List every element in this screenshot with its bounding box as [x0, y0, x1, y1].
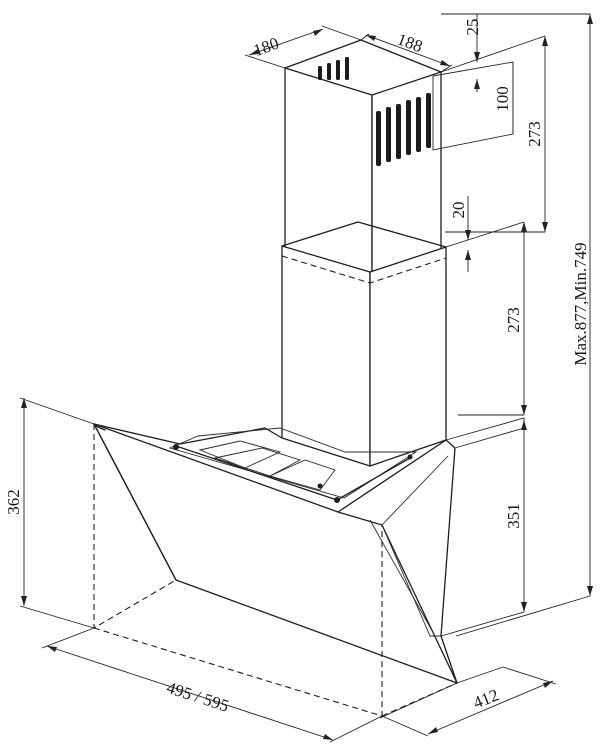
- filter-plate: [168, 427, 418, 503]
- canopy-top-left: [93, 423, 283, 445]
- label-top-offset: 25: [463, 19, 482, 36]
- label-chimney-width: 188: [395, 30, 425, 57]
- vent-slots-back: [318, 57, 349, 80]
- label-glass-height: 362: [4, 489, 23, 515]
- label-bracket-height: 100: [493, 86, 512, 112]
- label-gap: 20: [449, 202, 468, 219]
- upper-chimney: [284, 39, 514, 276]
- lower-chimney-top-edge: [281, 221, 447, 248]
- label-width: 495 / 595: [164, 678, 231, 716]
- lower-chimney: [281, 221, 447, 467]
- canopy: [93, 417, 525, 717]
- lower-chimney-right-face: [369, 246, 447, 467]
- label-depth: 412: [471, 685, 502, 712]
- chimney-overlap-hidden-line: [281, 255, 447, 284]
- glass-left-edge: [93, 423, 177, 581]
- label-upper-chimney-height: 273: [525, 121, 544, 147]
- upper-chimney-left-face: [284, 67, 373, 276]
- vent-slots-right: [376, 93, 431, 166]
- label-overall-height: Max.877,Min.749: [571, 242, 590, 365]
- lower-chimney-left-face: [281, 245, 371, 467]
- label-canopy-height: 351: [504, 503, 523, 529]
- dimension-lines: [19, 13, 593, 743]
- label-lower-chimney-height: 273: [504, 307, 523, 333]
- label-chimney-depth: 180: [251, 34, 281, 61]
